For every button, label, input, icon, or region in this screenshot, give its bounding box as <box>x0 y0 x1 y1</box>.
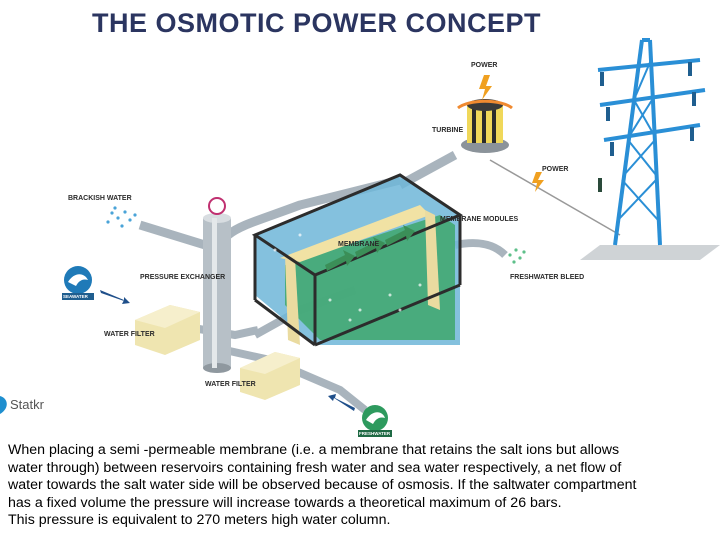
freshwater-badge <box>358 405 392 437</box>
water-filter-label-1: WATER FILTER <box>104 331 155 338</box>
water-filter-label-2: WATER FILTER <box>205 381 256 388</box>
membrane-label: MEMBRANE <box>338 241 380 248</box>
worker-figure <box>598 178 602 192</box>
brackish-water-label: BRACKISH WATER <box>68 195 132 202</box>
seawater-label: SEAWATER <box>63 294 89 299</box>
caption-line-1: When placing a semi -permeable membrane … <box>8 442 620 458</box>
turbine <box>457 75 513 153</box>
power-line-label: POWER <box>542 166 568 173</box>
membrane-modules-label: MEMBRANE MODULES <box>440 216 518 223</box>
brackish-spray <box>106 206 137 228</box>
water-filter-lower <box>240 352 300 400</box>
freshwater-label: FRESHWATER <box>359 431 391 436</box>
lightning-icon <box>479 75 492 100</box>
water-filter-upper <box>135 305 200 355</box>
page-title: THE OSMOTIC POWER CONCEPT <box>92 8 542 38</box>
pressure-gauge-icon <box>208 197 226 215</box>
pressure-exchanger <box>203 197 231 373</box>
caption-line-2: water through) between reservoirs contai… <box>8 459 622 476</box>
freshwater-bleed-label: FRESHWATER BLEED <box>510 274 584 281</box>
transmission-tower <box>580 38 720 260</box>
statkraft-logo-icon <box>0 396 7 414</box>
power-cable <box>489 159 621 236</box>
caption-line-3: water towards the salt water side will b… <box>8 477 637 494</box>
caption: When placing a semi -permeable membrane … <box>8 442 724 530</box>
caption-line-5: This pressure is equivalent to 270 meter… <box>8 512 391 529</box>
rotation-arrow-icon <box>457 99 513 110</box>
logo-text: Statkr <box>10 397 44 412</box>
flow-arrows <box>325 225 415 271</box>
turbine-label: TURBINE <box>432 127 463 134</box>
caption-line-4: has a fixed volume the pressure will inc… <box>8 494 562 511</box>
lightning-icon <box>532 172 544 192</box>
membrane-module-tank <box>251 173 464 347</box>
freshwater-spray <box>508 248 526 264</box>
power-top-label: POWER <box>471 62 497 69</box>
osmotic-power-diagram: POWER TURBINE POWER BRACKISH WATER MEMBR… <box>62 38 720 437</box>
seawater-badge <box>62 266 94 300</box>
pressure-exchanger-label: PRESSURE EXCHANGER <box>140 274 225 281</box>
